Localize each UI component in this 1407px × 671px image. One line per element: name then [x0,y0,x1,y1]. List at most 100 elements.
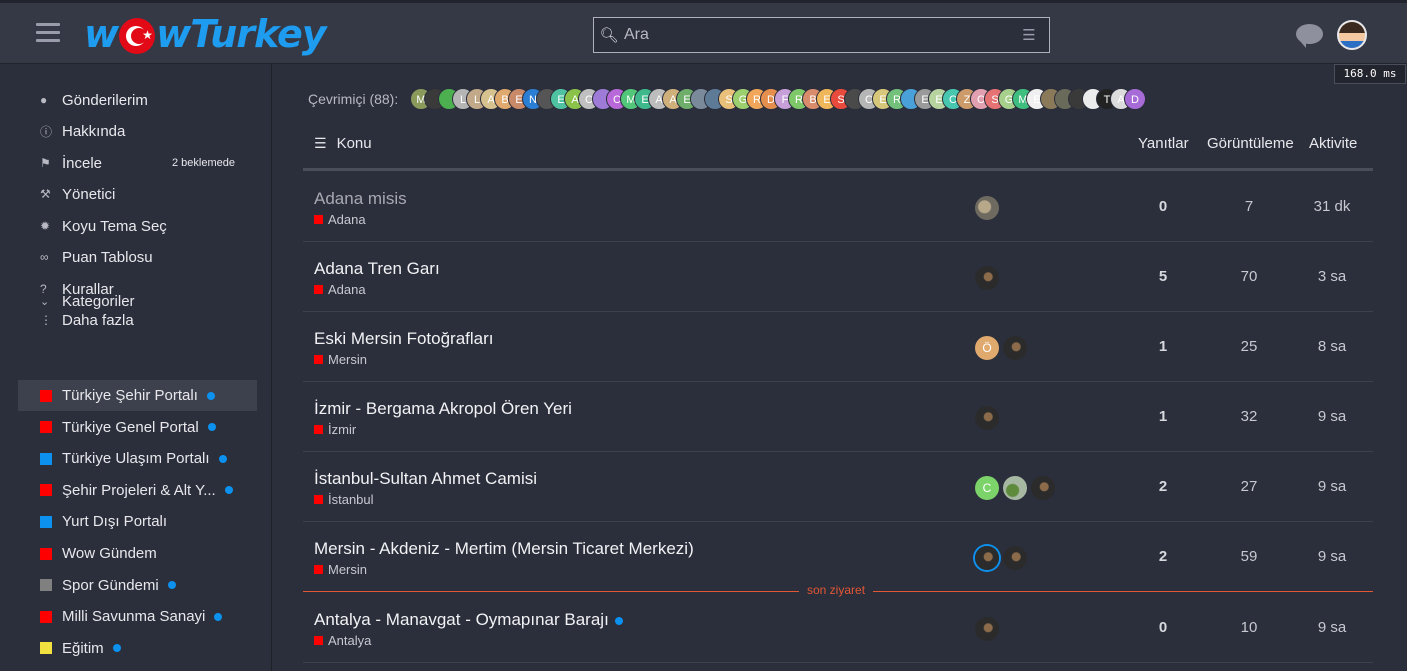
online-user-avatar[interactable]: D [1124,88,1146,110]
topic-title-link[interactable]: Eski Mersin Fotoğrafları [314,329,494,349]
topic-activity[interactable]: 9 sa [1317,478,1347,495]
column-views[interactable]: Görüntüleme [1207,134,1294,152]
topic-title-link[interactable]: İstanbul-Sultan Ahmet Camisi [314,469,537,489]
category-item[interactable]: Spor Gündemi [18,570,257,601]
sidebar-item[interactable]: ∞Puan Tablosu [18,242,257,272]
hamburger-menu-icon[interactable] [36,23,60,43]
unread-indicator-icon [614,616,623,625]
column-topic[interactable]: ☰ Konu [314,130,372,156]
category-label: Türkiye Genel Portal [62,418,199,436]
topic-views: 10 [1240,619,1258,636]
topic-posters [975,406,1003,430]
poster-avatar[interactable] [975,406,999,430]
search-icon[interactable]: 🔍︎ [599,27,619,44]
sidebar-item-label: Yönetici [62,185,116,203]
category-label: Milli Savunma Sanayi [62,608,206,626]
chevron-down-icon: ⌄ [40,295,50,308]
profiler-timing[interactable]: 168.0 ms [1334,64,1406,84]
categories-section-toggle[interactable]: ⌄ Kategoriler [18,286,257,316]
poster-avatar[interactable] [1003,546,1027,570]
last-visit-divider: son ziyaret [303,583,1373,597]
topic-activity[interactable]: 3 sa [1317,268,1347,285]
logo-text-prefix: w [84,12,119,56]
topic-category-link[interactable]: Adana [314,282,366,297]
site-logo[interactable]: w ★ wTurkey [84,12,327,56]
topic-title-link[interactable]: İzmir - Bergama Akropol Ören Yeri [314,399,572,419]
topic-activity[interactable]: 9 sa [1317,408,1347,425]
category-item[interactable]: Yurt Dışı Portalı [18,506,257,537]
topic-activity[interactable]: 8 sa [1317,338,1347,355]
unread-indicator-icon [206,391,215,400]
topic-category-link[interactable]: İstanbul [314,492,374,507]
categories-label: Kategoriler [62,292,135,310]
category-item[interactable]: Şehir Projeleri & Alt Y... [18,475,257,506]
unread-indicator-icon [167,581,176,590]
topic-category-label: Mersin [328,562,368,577]
topic-category-link[interactable]: Antalya [314,633,371,648]
last-visit-label: son ziyaret [799,583,874,597]
topic-views: 70 [1240,268,1258,285]
category-item[interactable]: Türkiye Ulaşım Portalı [18,443,257,474]
category-item[interactable]: Türkiye Genel Portal [18,412,257,443]
topic-category-link[interactable]: İzmir [314,422,356,437]
search-options-icon[interactable]: ☰ [1022,27,1036,44]
topic-replies: 1 [1158,338,1168,355]
topic-title-text: İzmir - Bergama Akropol Ören Yeri [314,399,572,418]
poster-avatar[interactable]: C [975,476,999,500]
search-input[interactable] [624,26,1009,44]
category-label: Türkiye Ulaşım Portalı [62,450,210,468]
unread-indicator-icon [214,612,223,621]
topic-title-text: Mersin - Akdeniz - Mertim (Mersin Ticare… [314,539,694,558]
topic-replies: 2 [1158,548,1168,565]
topic-activity[interactable]: 9 sa [1317,548,1347,565]
topic-category-link[interactable]: Mersin [314,352,367,367]
topic-row: Mersin - Akdeniz - Mertim (Mersin Ticare… [303,522,1373,592]
topic-category-link[interactable]: Adana [314,212,366,227]
sidebar-item-label: Hakkında [62,122,126,140]
poster-avatar[interactable] [975,546,999,570]
topic-posters [975,546,1031,570]
category-color-swatch [40,610,52,623]
topic-title-link[interactable]: Antalya - Manavgat - Oymapınar Barajı [314,610,623,630]
topic-activity[interactable]: 31 dk [1313,198,1351,215]
poster-avatar[interactable] [975,196,999,220]
topic-title-link[interactable]: Adana misis [314,189,407,209]
chat-icon[interactable] [1296,24,1323,48]
category-item[interactable]: Milli Savunma Sanayi [18,601,257,632]
topic-replies: 1 [1158,408,1168,425]
table-header-divider [303,168,1373,171]
topic-category-label: İstanbul [328,492,374,507]
sidebar-item[interactable]: ⚒ Yönetici [18,179,257,209]
category-item[interactable]: Eğitim [18,633,257,664]
topic-replies: 5 [1158,268,1168,285]
category-item[interactable]: Türkiye Şehir Portalı [18,380,257,411]
poster-avatar[interactable] [1031,476,1055,500]
poster-avatar[interactable] [1003,336,1027,360]
category-label: Eğitim [62,639,104,657]
sidebar-item[interactable]: ✹Koyu Tema Seç [18,211,257,241]
topic-category-link[interactable]: Mersin [314,562,367,577]
topic-title-link[interactable]: Mersin - Akdeniz - Mertim (Mersin Ticare… [314,539,694,559]
sidebar-item[interactable]: ?Kurallar [18,274,257,304]
category-color-swatch [40,389,52,402]
poster-avatar[interactable] [975,617,999,641]
unread-indicator-icon [112,644,121,653]
topic-activity[interactable]: 9 sa [1317,619,1347,636]
poster-avatar[interactable] [1003,476,1027,500]
sidebar-item-label: Kurallar [62,280,114,298]
column-activity[interactable]: Aktivite [1309,134,1358,152]
sidebar-item[interactable]: ⋮Daha fazla [18,305,257,335]
poster-avatar[interactable]: Ö [975,336,999,360]
sidebar-item-label: Gönderilerim [62,91,148,109]
wrench-icon: ⚒ [40,187,51,201]
column-replies[interactable]: Yanıtlar [1138,134,1189,152]
topic-title-link[interactable]: Adana Tren Garı [314,259,440,279]
poster-avatar[interactable] [975,266,999,290]
category-label: Şehir Projeleri & Alt Y... [62,481,216,499]
category-item[interactable]: Wow Gündem [18,538,257,569]
sidebar-item[interactable]: ●Gönderilerim [18,85,257,115]
user-avatar[interactable] [1337,20,1367,50]
